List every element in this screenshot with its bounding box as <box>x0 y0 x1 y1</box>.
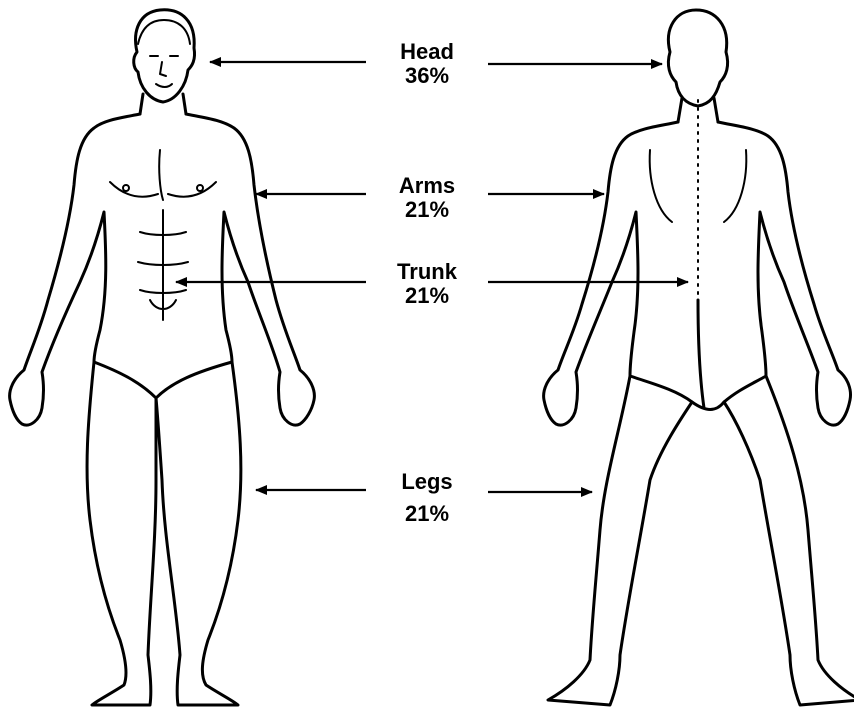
front-abs <box>138 210 188 320</box>
back-figure <box>544 10 854 705</box>
legs-name: Legs <box>357 470 497 494</box>
legs-percent: 21% <box>357 502 497 526</box>
front-chest <box>110 150 216 200</box>
arms-label: Arms 21% <box>357 174 497 222</box>
front-figure <box>10 10 315 705</box>
legs-label: Legs 21% <box>357 470 497 526</box>
front-legs <box>87 362 241 705</box>
front-face <box>150 56 178 87</box>
back-legs <box>548 376 854 705</box>
trunk-percent: 21% <box>357 284 497 308</box>
head-name: Head <box>357 40 497 64</box>
front-neck <box>140 94 186 114</box>
trunk-name: Trunk <box>357 260 497 284</box>
back-body-outline <box>544 122 851 425</box>
trunk-label: Trunk 21% <box>357 260 497 308</box>
head-label: Head 36% <box>357 40 497 88</box>
arms-percent: 21% <box>357 198 497 222</box>
front-head <box>134 10 195 102</box>
front-briefs <box>94 362 232 398</box>
head-percent: 36% <box>357 64 497 88</box>
arms-name: Arms <box>357 174 497 198</box>
front-hair <box>138 20 190 44</box>
back-head <box>668 10 727 106</box>
